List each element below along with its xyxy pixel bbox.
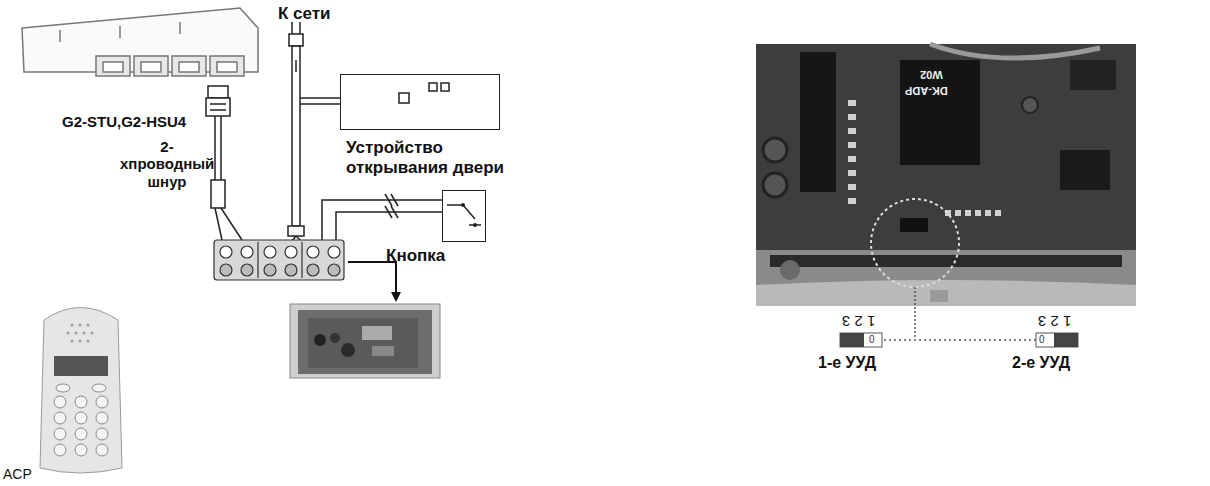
device-label: Устройство открывания двери xyxy=(346,138,546,177)
terminal-block xyxy=(214,240,344,280)
pbx-unit xyxy=(22,8,258,76)
button-box xyxy=(442,190,486,242)
device-label: Кнопка xyxy=(386,246,506,266)
part-label: 1-е УУД xyxy=(818,354,876,372)
intercom-panel xyxy=(40,308,122,474)
door-opener-box xyxy=(340,74,500,130)
part-label: 2-е УУД xyxy=(1012,354,1070,372)
switch-symbol xyxy=(443,191,484,240)
part-label: К сети xyxy=(278,4,331,24)
pointer-arrow xyxy=(348,262,396,300)
housing-photo xyxy=(290,304,440,378)
part-label: DK-ADP xyxy=(905,84,948,97)
opener-symbol xyxy=(341,75,498,128)
part-label: W02 xyxy=(920,68,943,81)
jumper-detail xyxy=(840,287,1078,347)
part-label: 0 xyxy=(869,334,875,346)
part-label: 1 2 3 xyxy=(842,313,875,330)
button-wires xyxy=(322,194,442,240)
part-label: 0 xyxy=(1039,334,1045,346)
module-card xyxy=(206,86,230,116)
part-label: G2-STU,G2-HSU4 xyxy=(62,113,186,130)
pcb-photo xyxy=(756,44,1136,306)
part-label: 2-хпроводный шнур xyxy=(120,138,214,190)
two-wire-cord xyxy=(211,116,242,240)
part-label: ACP xyxy=(3,466,32,482)
part-label: 1 2 3 xyxy=(1038,313,1071,330)
